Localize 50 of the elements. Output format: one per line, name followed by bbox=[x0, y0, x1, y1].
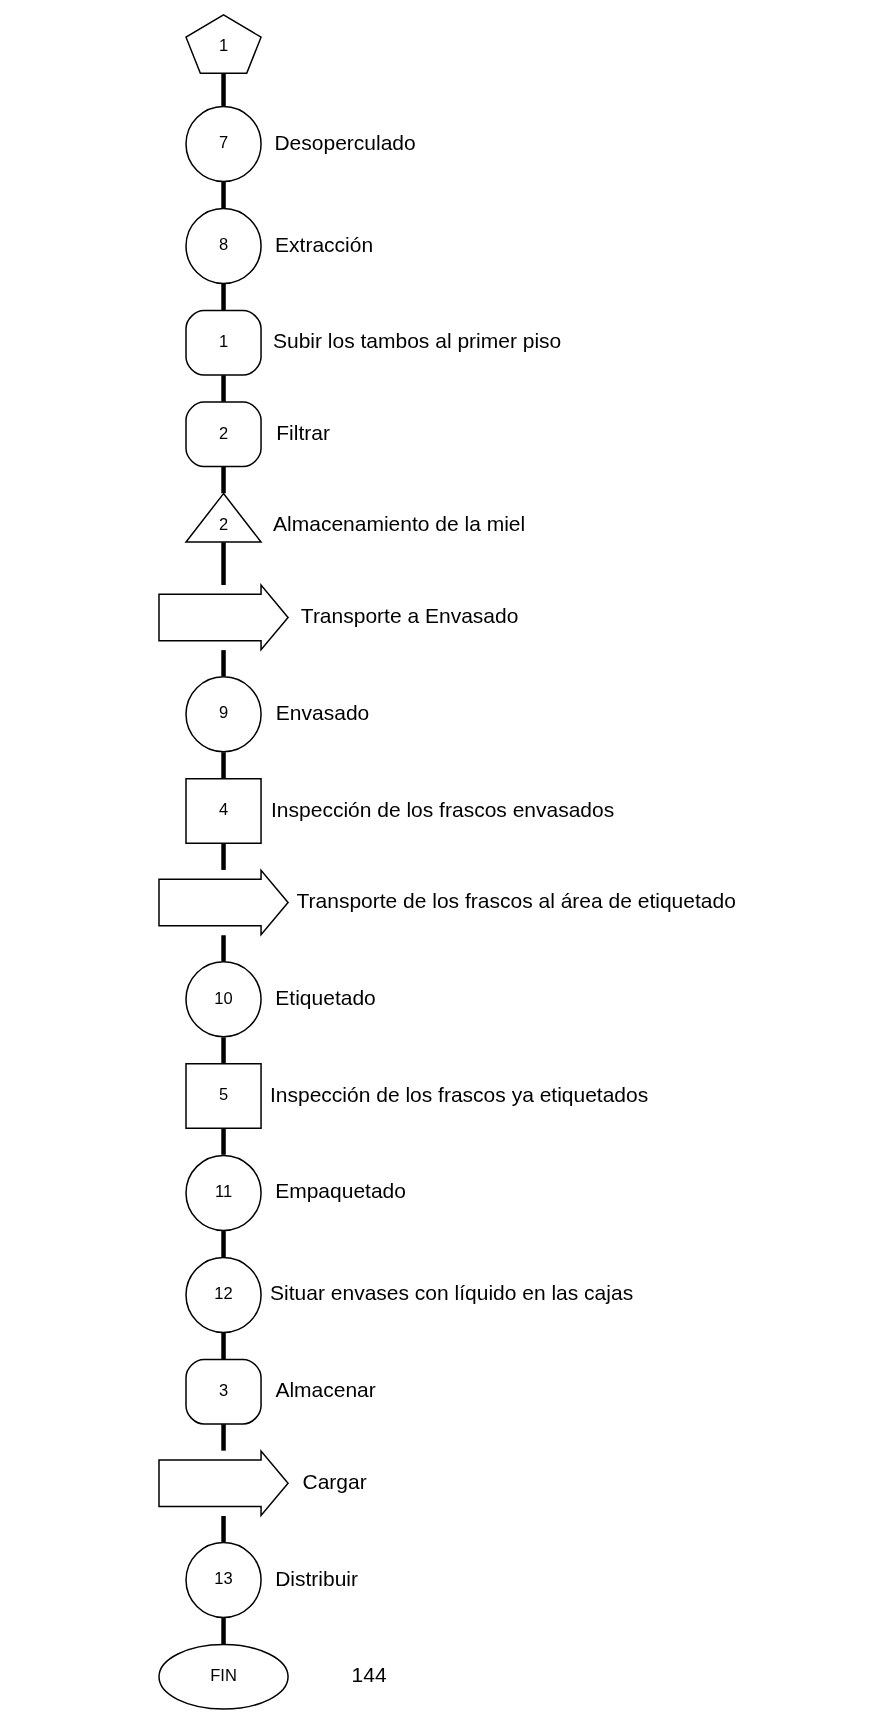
node-arrow bbox=[158, 868, 290, 937]
connector bbox=[221, 935, 226, 962]
connector bbox=[221, 1618, 226, 1645]
node-box: 2 bbox=[185, 401, 262, 468]
node-label: Etiquetado bbox=[275, 985, 376, 1009]
connector bbox=[221, 650, 226, 677]
node-label: Subir los tambos al primer piso bbox=[272, 329, 562, 353]
node-circle: 9 bbox=[185, 675, 262, 753]
connector bbox=[221, 752, 226, 779]
node-box: 1 bbox=[185, 309, 262, 376]
node-label: Inspección de los frascos ya etiquetados bbox=[270, 1082, 649, 1106]
node-circle: 7 bbox=[185, 105, 262, 183]
node-label: Transporte de los frascos al área de etiquetado bbox=[296, 889, 736, 913]
connector bbox=[221, 466, 226, 494]
node-label: Filtrar bbox=[276, 420, 330, 444]
connector bbox=[221, 73, 226, 106]
node-label: Empaquetado bbox=[275, 1179, 406, 1203]
connector bbox=[221, 1424, 226, 1451]
node-box: 5 bbox=[185, 1063, 262, 1130]
node-label: Situar envases con líquido en las cajas bbox=[270, 1281, 634, 1305]
node-label: Cargar bbox=[302, 1469, 367, 1493]
node-label: Desoperculado bbox=[274, 130, 416, 154]
node-label: Extracción bbox=[275, 232, 374, 256]
node-label: Almacenar bbox=[275, 1378, 376, 1402]
node-circle: 11 bbox=[185, 1154, 262, 1232]
label: 144 bbox=[351, 1663, 387, 1687]
node-ellipse: FIN bbox=[158, 1643, 289, 1710]
node-circle: 10 bbox=[185, 961, 262, 1038]
node-circle: 12 bbox=[185, 1256, 262, 1334]
connector bbox=[221, 542, 226, 585]
node-label: Inspección de los frascos envasados bbox=[271, 797, 615, 821]
connector bbox=[221, 1516, 226, 1542]
connector bbox=[221, 1128, 226, 1155]
connector bbox=[221, 843, 226, 870]
node-arrow bbox=[158, 583, 290, 652]
connector bbox=[221, 1230, 226, 1258]
node-arrow bbox=[158, 1448, 290, 1518]
node-label: Envasado bbox=[275, 700, 370, 724]
connector bbox=[221, 284, 226, 311]
node-label: Distribuir bbox=[275, 1566, 358, 1590]
node-circle: 8 bbox=[185, 207, 262, 285]
node-box: 3 bbox=[185, 1358, 262, 1425]
connector bbox=[221, 1037, 226, 1064]
node-label: Almacenamiento de la miel bbox=[273, 512, 526, 536]
connector bbox=[221, 375, 226, 402]
connector bbox=[221, 181, 226, 209]
node-box: 4 bbox=[185, 777, 262, 844]
node-circle: 13 bbox=[185, 1541, 262, 1619]
node-label: Transporte a Envasado bbox=[300, 603, 519, 627]
connector bbox=[221, 1332, 226, 1360]
